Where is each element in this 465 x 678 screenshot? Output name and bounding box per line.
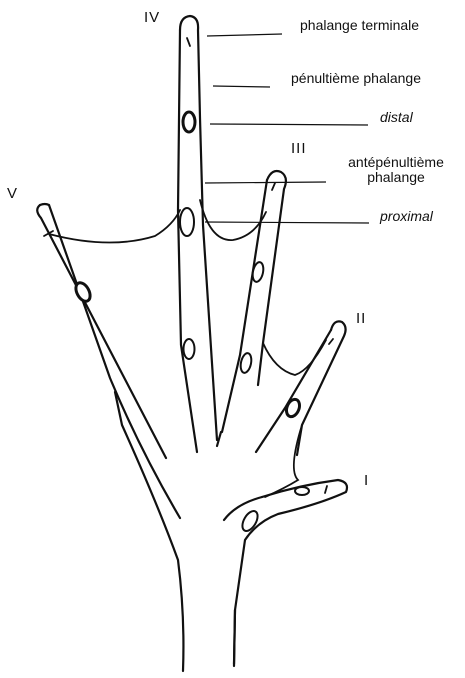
toe-iv (178, 16, 217, 452)
toe-v (37, 204, 180, 518)
digit-v-label: V (7, 185, 18, 202)
leader-antepenultimate (205, 182, 326, 183)
pad-toe-ii (284, 397, 302, 418)
label-terminal-phalanx: phalange terminale (300, 18, 419, 33)
label-antepenultimate-phalanx: antépénultième phalange (334, 155, 458, 185)
pad-toe-i-distal (295, 487, 309, 495)
label-penultimate-phalanx: pénultième phalange (291, 71, 421, 86)
leader-terminal (207, 34, 282, 36)
digit-ii-label: II (356, 310, 366, 327)
pad-toe-iv-base (184, 339, 195, 359)
leader-proximal (205, 222, 369, 223)
toe-ii (256, 321, 346, 455)
label-distal: distal (380, 110, 413, 125)
label-leaders (205, 34, 369, 223)
leader-penultimate (213, 86, 270, 87)
pad-toe-iv-distal (183, 112, 195, 132)
leader-distal (210, 124, 368, 125)
digit-iv-label: IV (144, 9, 160, 26)
toe-iii (222, 171, 286, 432)
pad-toe-v (73, 280, 93, 303)
pad-toe-iii-proximal (239, 352, 253, 374)
pad-toe-iv-proximal (180, 208, 194, 236)
toe-i (224, 480, 347, 664)
label-proximal: proximal (380, 209, 433, 224)
digit-i-label: I (364, 472, 369, 489)
digit-iii-label: III (291, 140, 307, 157)
pad-toe-i-proximal (239, 508, 260, 533)
